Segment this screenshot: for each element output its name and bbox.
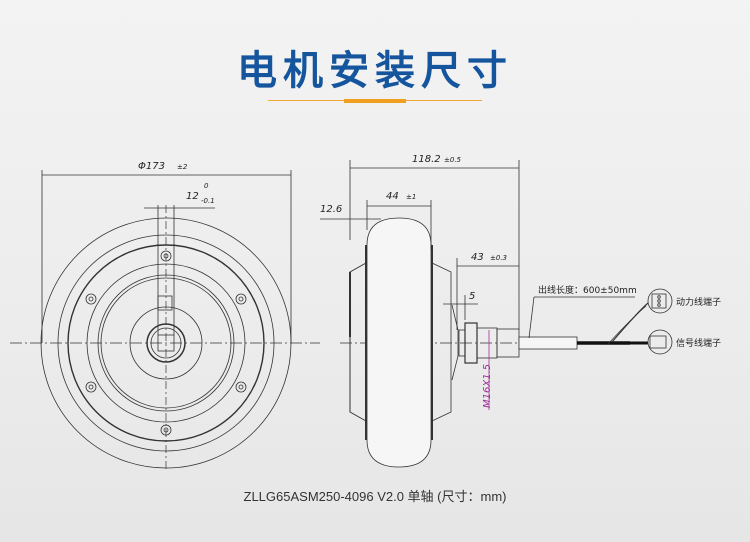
tire-tolerance: ±1	[406, 193, 416, 201]
signal-connector-icon	[647, 329, 673, 355]
diameter-dim: Φ173	[138, 161, 165, 172]
diameter-tolerance: ±2	[177, 163, 188, 171]
cable-length-label: 出线长度：600±50mm	[538, 284, 637, 296]
front-view	[10, 170, 320, 470]
shaft-tolerance: ±0.3	[490, 254, 507, 262]
signal-connector-label: 信号线端子	[676, 337, 721, 349]
shaft-length-dim: 43	[471, 252, 484, 263]
tire-width-dim: 44	[386, 191, 399, 202]
model-caption: ZLLG65ASM250-4096 V2.0 单轴 (尺寸：mm)	[243, 489, 507, 504]
power-connector-label: 动力线端子	[676, 296, 721, 308]
overall-tolerance: ±0.5	[444, 156, 462, 164]
key-tol-lower: -0.1	[201, 197, 215, 205]
bolt-holes	[85, 250, 247, 436]
page-title: 电机安装尺寸	[237, 48, 513, 94]
title-divider-accent	[344, 99, 406, 103]
side-view	[320, 160, 673, 468]
shoulder-dim: 5	[469, 291, 475, 302]
thread-dim: M16X1.5	[482, 364, 493, 408]
key-tol-upper: 0	[204, 182, 209, 190]
key-width-dim: 12	[186, 191, 199, 202]
offset-dim: 12.6	[320, 204, 342, 215]
power-connector-icon	[647, 288, 673, 314]
overall-length-dim: 118.2	[412, 154, 441, 165]
